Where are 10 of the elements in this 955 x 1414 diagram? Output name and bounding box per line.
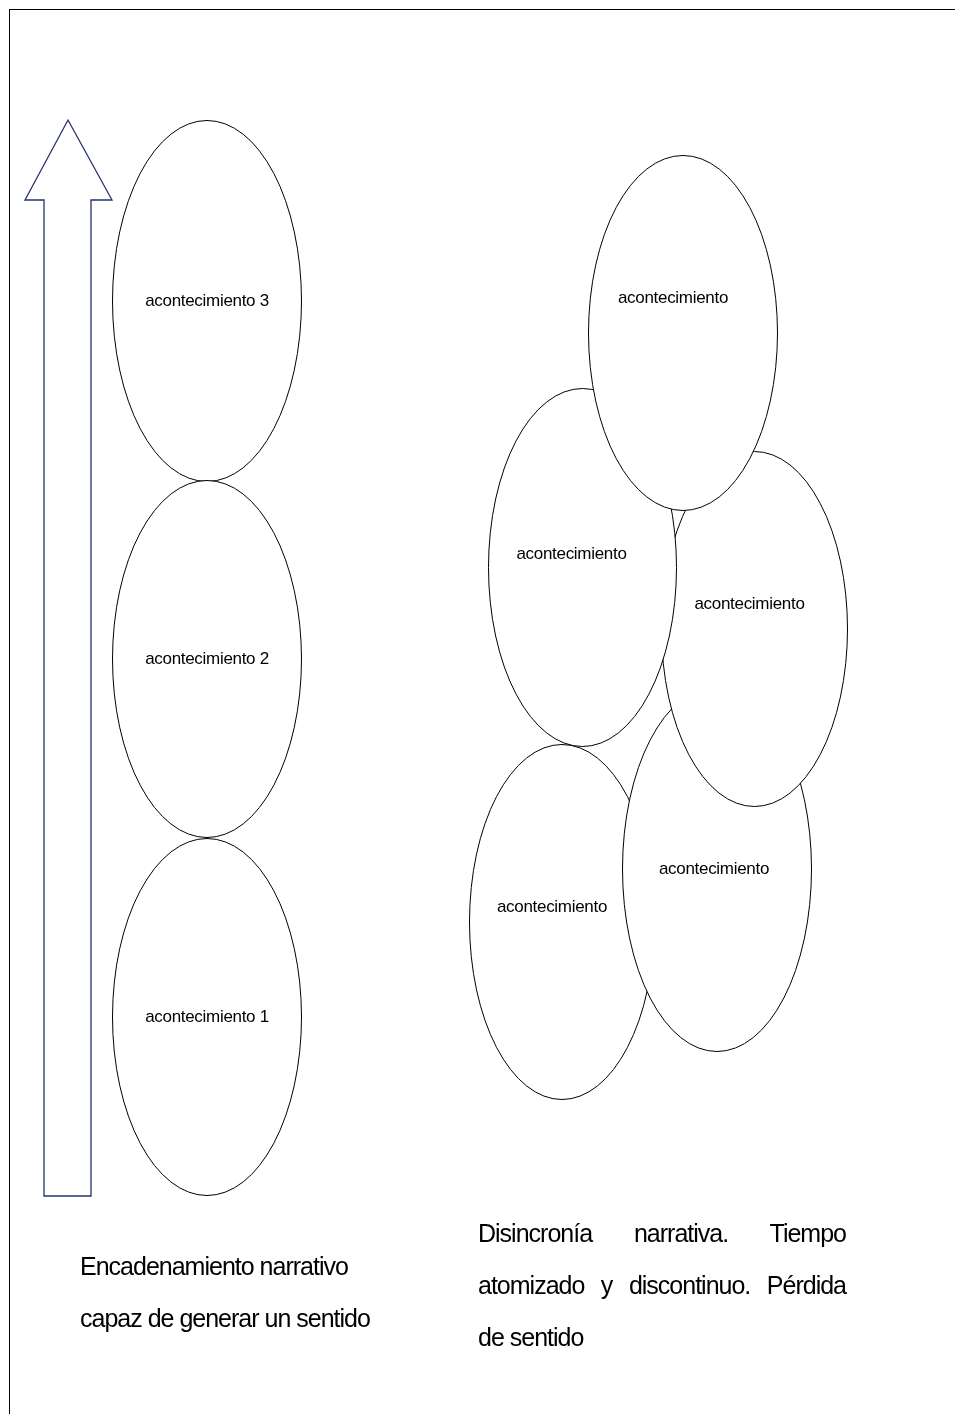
event-label: acontecimiento — [658, 859, 770, 879]
event-label: acontecimiento 3 — [145, 291, 269, 311]
event-label: acontecimiento 1 — [145, 1007, 269, 1027]
event-label: acontecimiento — [617, 288, 729, 308]
caption-text: Disincronía narrativa. Tiempo atomizado y discontinuo. Pérdida de sentido — [478, 1218, 846, 1353]
event-label: acontecimiento — [496, 897, 608, 917]
caption-text: Encadenamiento narrativo capaz de generar un sentido — [80, 1251, 371, 1334]
event-label: acontecimiento 2 — [145, 649, 269, 669]
event-label: acontecimiento — [516, 543, 627, 564]
event-label: acontecimiento — [694, 594, 805, 614]
